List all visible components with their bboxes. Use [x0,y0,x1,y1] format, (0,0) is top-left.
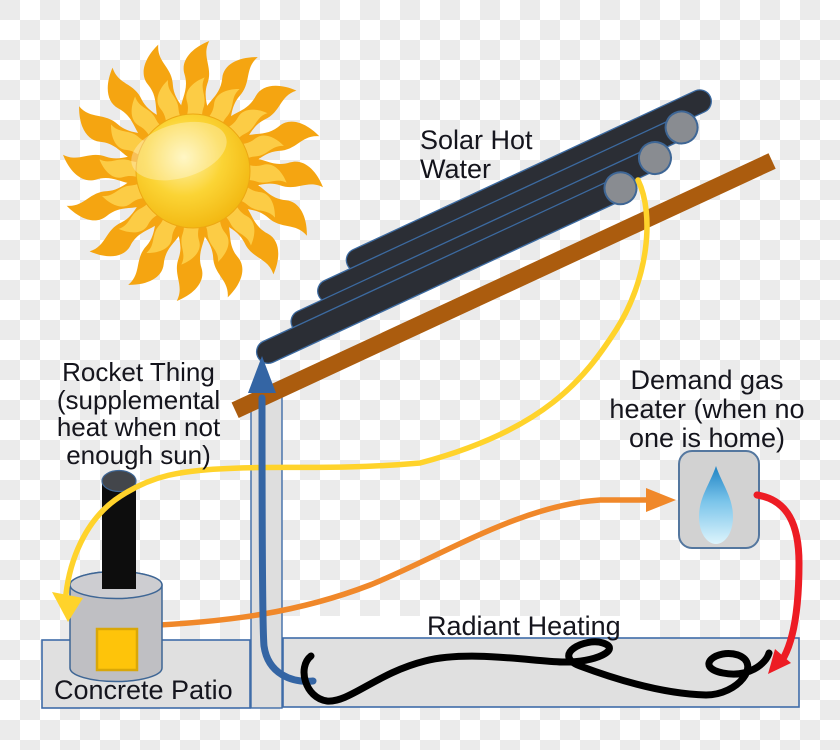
water-droplet-icon [699,466,733,544]
label-rocket-thing: Rocket Thing (supplemental heat when not… [36,357,241,470]
label-line: heat when not [56,412,221,442]
gas-heater [678,450,760,549]
label-line: heater (when no [609,394,805,424]
flow-arrow-blue [248,356,317,685]
label-concrete-patio: Concrete Patio [54,675,233,705]
radiant-label-background [283,616,640,639]
sun-gloss-highlight [131,121,227,181]
tube-end-cap [603,171,638,206]
label-line: one is home) [628,423,786,453]
stove-door [95,627,139,672]
solar-collector-icon [231,89,776,418]
collector-tube [255,180,623,364]
tube-end-cap [637,141,672,176]
rocket-stove-icon [69,469,163,683]
label-line: Demand gas [630,365,784,395]
tube-end-cap [664,110,699,145]
label-solar-hot-water: Solar Hot Water [420,126,533,184]
label-demand-gas-heater: Demand gas heater (when no one is home) [597,366,817,453]
label-line: Water [420,154,492,184]
sun-body [135,113,251,229]
label-line: enough sun) [66,439,211,470]
mounting-plank [231,153,776,418]
label-radiant-heating: Radiant Heating [427,611,621,641]
label-line: Rocket Thing [62,357,215,387]
label-line: Solar Hot [420,125,533,155]
flow-arrow-red [753,491,803,674]
flow-arrow-orange [137,488,676,629]
label-line: (supplemental [56,384,221,415]
sun-icon [59,37,327,305]
radiant-pipe-icon [300,638,773,705]
flow-arrow-yellow [52,177,650,622]
